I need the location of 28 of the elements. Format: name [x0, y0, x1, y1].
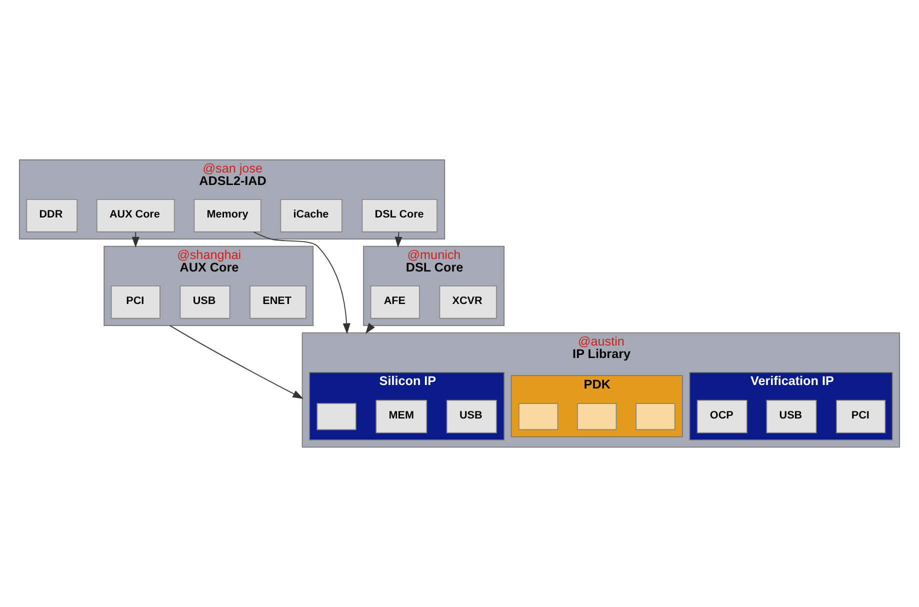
node-box: USB: [446, 400, 497, 434]
node-label: @austin: [578, 334, 624, 349]
node-box: DSL Core: [362, 199, 438, 232]
node-box: [518, 403, 558, 430]
arrow: [394, 232, 402, 248]
node-box: MEM: [376, 400, 428, 434]
node-box: [316, 403, 356, 430]
node-label: @shanghai: [177, 248, 242, 262]
node-box: USB: [180, 285, 230, 319]
arrow: [132, 232, 140, 248]
node-box: DDR: [26, 199, 78, 232]
node-box: [577, 403, 617, 430]
node-box: iCache: [280, 199, 342, 232]
node-box: [636, 403, 676, 430]
node-box: Memory: [194, 199, 262, 232]
node-label: @san jose: [202, 162, 263, 176]
node-box: OCP: [696, 400, 748, 434]
arrow: [253, 231, 350, 334]
cluster: PDK: [510, 375, 683, 438]
node-box: ENET: [250, 285, 306, 319]
arrow: [169, 325, 304, 399]
node-box: AFE: [370, 285, 420, 319]
node-box: AUX Core: [96, 199, 175, 232]
node-box: USB: [766, 400, 817, 434]
node-box: XCVR: [439, 285, 497, 319]
node-label: @munich: [407, 248, 461, 262]
node-box: PCI: [110, 285, 160, 319]
node-box: PCI: [836, 400, 886, 434]
